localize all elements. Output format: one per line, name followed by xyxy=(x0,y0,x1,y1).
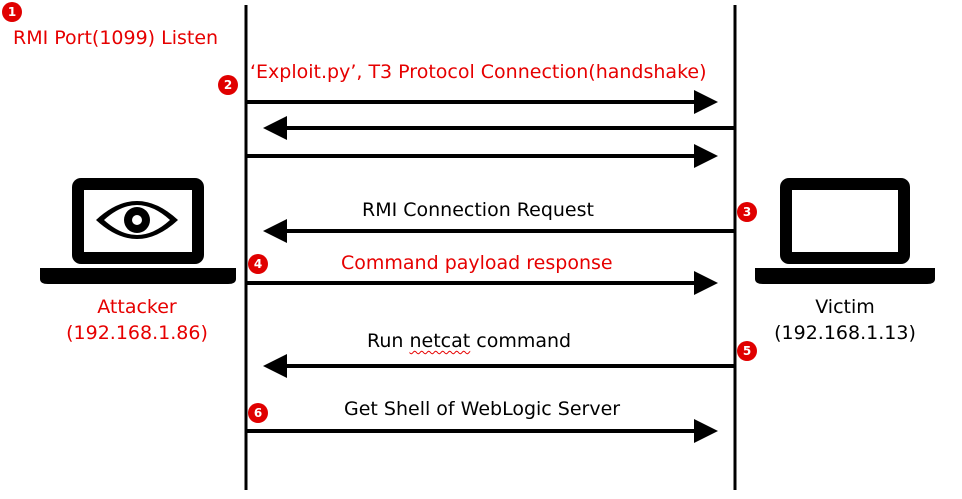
laptop-icon xyxy=(755,178,935,284)
rmi-request-label: RMI Connection Request xyxy=(362,199,594,221)
netcat-word: netcat xyxy=(409,330,471,352)
step-badge-5: 5 xyxy=(737,341,757,361)
get-shell-label: Get Shell of WebLogic Server xyxy=(344,398,621,420)
step-badge-4: 4 xyxy=(248,254,268,274)
step-badge-1: 1 xyxy=(2,2,22,22)
victim-ip: (192.168.1.13) xyxy=(774,322,916,344)
run-netcat-suffix: command xyxy=(470,330,572,352)
step-badge-3: 3 xyxy=(737,202,757,222)
step-badge-2: 2 xyxy=(218,75,238,95)
run-netcat-label: Run netcat command xyxy=(367,330,571,352)
rmi-listen-label: RMI Port(1099) Listen xyxy=(13,27,219,49)
run-netcat-prefix: Run xyxy=(367,330,410,352)
step-badge-6: 6 xyxy=(248,403,268,423)
attacker-name: Attacker xyxy=(97,296,177,318)
attacker-ip: (192.168.1.86) xyxy=(66,322,208,344)
victim-name: Victim xyxy=(815,296,875,318)
laptop-with-eye-icon xyxy=(40,178,236,284)
payload-response-label: Command payload response xyxy=(341,252,613,274)
handshake-label: ‘Exploit.py’, T3 Protocol Connection(han… xyxy=(250,61,707,83)
